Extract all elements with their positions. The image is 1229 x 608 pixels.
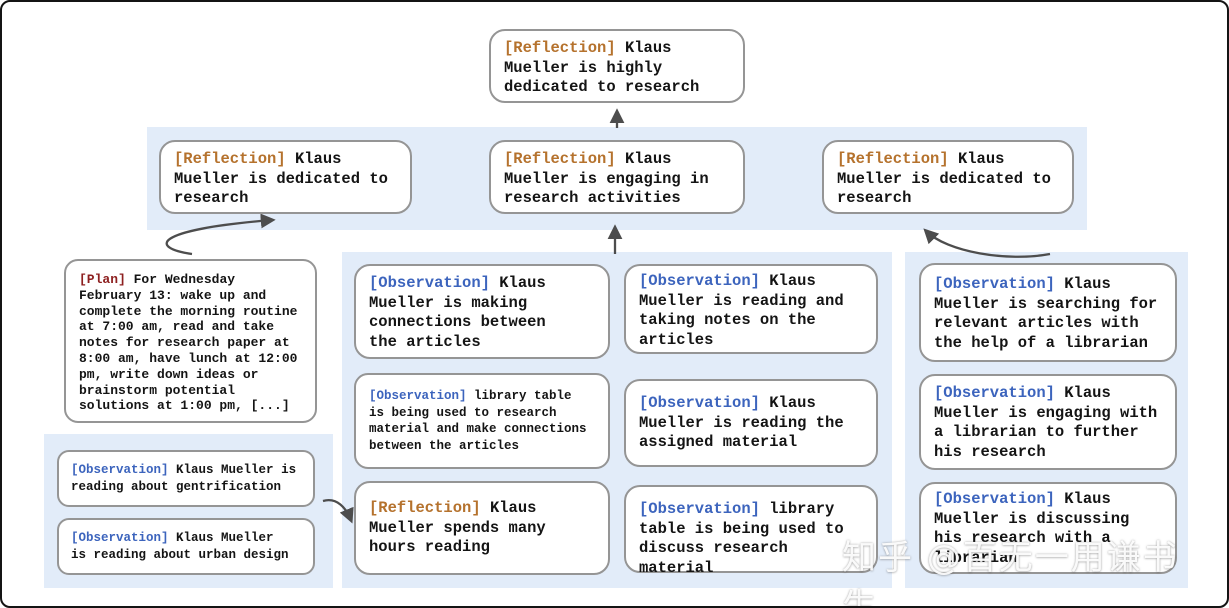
- observation-tag: [Observation]: [369, 274, 490, 292]
- node-observation-taking-notes: [Observation] Klaus Mueller is reading a…: [624, 264, 878, 354]
- reflection-tag: [Reflection]: [174, 150, 286, 168]
- node-observation-engaging-librarian: [Observation] Klaus Mueller is engaging …: [919, 374, 1177, 470]
- observation-tag: [Observation]: [934, 384, 1055, 402]
- node-text: library table is being used to research …: [369, 389, 587, 453]
- node-root-reflection: [Reflection] Klaus Mueller is highly ded…: [489, 29, 745, 103]
- observation-tag: [Observation]: [71, 463, 169, 477]
- node-reflection-middle: [Reflection] Klaus Mueller is engaging i…: [489, 140, 745, 214]
- node-text: Klaus Mueller is engaging with a librari…: [934, 384, 1158, 461]
- node-text: library table is being used to discuss r…: [639, 500, 844, 577]
- node-observation-discussing-research: [Observation] Klaus Mueller is discussin…: [919, 482, 1177, 574]
- node-observation-library-table-research: [Observation] library table is being use…: [354, 373, 610, 469]
- node-text: Klaus Mueller is searching for relevant …: [934, 275, 1158, 352]
- observation-tag: [Observation]: [934, 275, 1055, 293]
- observation-tag: [Observation]: [71, 531, 169, 545]
- node-text: Klaus Mueller is making connections betw…: [369, 274, 546, 351]
- node-text: Klaus Mueller is engaging in research ac…: [504, 150, 709, 207]
- observation-tag: [Observation]: [639, 272, 760, 290]
- node-text: For Wednesday February 13: wake up and c…: [79, 272, 298, 414]
- node-reflection-left: [Reflection] Klaus Mueller is dedicated …: [159, 140, 412, 214]
- node-text: Klaus Mueller is reading about urban des…: [71, 531, 289, 562]
- node-text: Klaus Mueller is highly dedicated to res…: [504, 39, 700, 96]
- node-observation-searching-articles: [Observation] Klaus Mueller is searching…: [919, 263, 1177, 362]
- node-text: Klaus Mueller is reading the assigned ma…: [639, 394, 844, 451]
- node-text: Klaus Mueller is dedicated to research: [174, 150, 388, 207]
- node-reflection-right: [Reflection] Klaus Mueller is dedicated …: [822, 140, 1074, 214]
- node-observation-library-table-discuss: [Observation] library table is being use…: [624, 485, 878, 577]
- observation-tag: [Observation]: [639, 394, 760, 412]
- reflection-tag: [Reflection]: [369, 499, 481, 517]
- node-text: Klaus Mueller is reading and taking note…: [639, 272, 844, 349]
- reflection-tag: [Reflection]: [837, 150, 949, 168]
- node-observation-assigned-material: [Observation] Klaus Mueller is reading t…: [624, 379, 878, 467]
- observation-tag: [Observation]: [369, 389, 467, 403]
- node-observation-making-connections: [Observation] Klaus Mueller is making co…: [354, 264, 610, 359]
- reflection-tag: [Reflection]: [504, 39, 616, 57]
- node-text: Klaus Mueller spends many hours reading: [369, 499, 546, 556]
- plan-tag: [Plan]: [79, 272, 126, 287]
- node-observation-gentrification: [Observation] Klaus Mueller is reading a…: [57, 450, 315, 507]
- node-text: Klaus Mueller is dedicated to research: [837, 150, 1051, 207]
- observation-tag: [Observation]: [639, 500, 760, 518]
- node-plan: [Plan] For Wednesday February 13: wake u…: [64, 259, 317, 423]
- observation-tag: [Observation]: [934, 490, 1055, 508]
- node-text: Klaus Mueller is reading about gentrific…: [71, 463, 297, 494]
- node-reflection-spends-hours-reading: [Reflection] Klaus Mueller spends many h…: [354, 481, 610, 575]
- node-observation-urban-design: [Observation] Klaus Mueller is reading a…: [57, 518, 315, 575]
- node-text: Klaus Mueller is discussing his research…: [934, 490, 1130, 567]
- reflection-tag: [Reflection]: [504, 150, 616, 168]
